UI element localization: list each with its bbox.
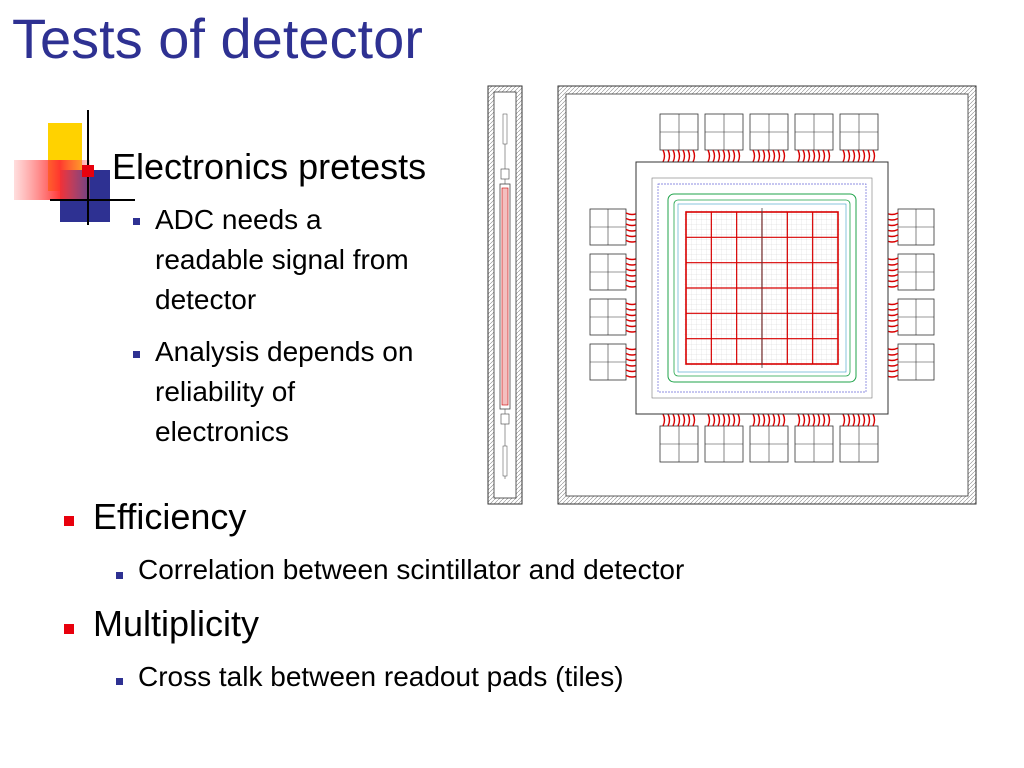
sub-item-adc-line3: detector (155, 284, 257, 315)
bullet-icon (64, 516, 74, 526)
bullet-heading-electronics: Electronics pretests (112, 146, 427, 187)
sub-item-analysis-line3: electronics (155, 416, 289, 447)
top-section: Electronics pretests ADC needs a readabl… (0, 140, 452, 460)
sub-item-analysis-line1: Analysis depends on (155, 336, 414, 367)
slide-title: Tests of detector (12, 7, 423, 70)
sub-bullet-icon (116, 572, 123, 579)
sub-item-correlation: Correlation between scintillator and det… (138, 554, 685, 585)
sub-item-adc-line2: readable signal from (155, 244, 409, 275)
detector-layout-diagram (487, 85, 977, 505)
decorative-squares-icon (14, 110, 135, 225)
sub-bullet-icon (133, 351, 140, 358)
sub-bullet-icon (116, 678, 123, 685)
bullet-heading-efficiency: Efficiency (93, 496, 247, 537)
sub-item-adc-line1: ADC needs a (155, 204, 322, 235)
sub-bullet-icon (133, 218, 140, 225)
bullet-icon (64, 624, 74, 634)
sub-item-analysis-line2: reliability of (155, 376, 296, 407)
sub-item-crosstalk: Cross talk between readout pads (tiles) (138, 661, 624, 692)
bullet-heading-multiplicity: Multiplicity (93, 603, 260, 644)
